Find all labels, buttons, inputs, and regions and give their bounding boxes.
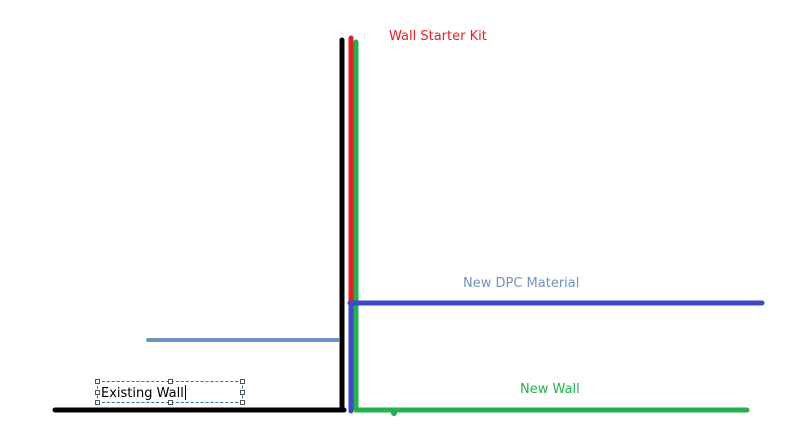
new-wall-label: New Wall [520, 382, 580, 397]
new-wall-marker-dot [391, 410, 397, 416]
new-dpc-material-label: New DPC Material [463, 276, 580, 291]
resize-handle-top-center[interactable] [168, 379, 173, 384]
text-caret [184, 385, 186, 400]
resize-handle-top-right[interactable] [240, 379, 245, 384]
resize-handle-bottom-left[interactable] [95, 400, 100, 405]
resize-handle-middle-right[interactable] [240, 390, 245, 395]
resize-handle-bottom-center[interactable] [168, 400, 173, 405]
existing-wall-label: Existing Wall [101, 386, 184, 401]
resize-handle-top-left[interactable] [95, 379, 100, 384]
resize-handle-bottom-right[interactable] [240, 400, 245, 405]
existing-wall-text[interactable]: Existing Wall [101, 385, 186, 402]
existing-wall-textbox[interactable]: Existing Wall [95, 379, 245, 405]
wall-starter-kit-label: Wall Starter Kit [389, 29, 487, 44]
resize-handle-middle-left[interactable] [95, 390, 100, 395]
